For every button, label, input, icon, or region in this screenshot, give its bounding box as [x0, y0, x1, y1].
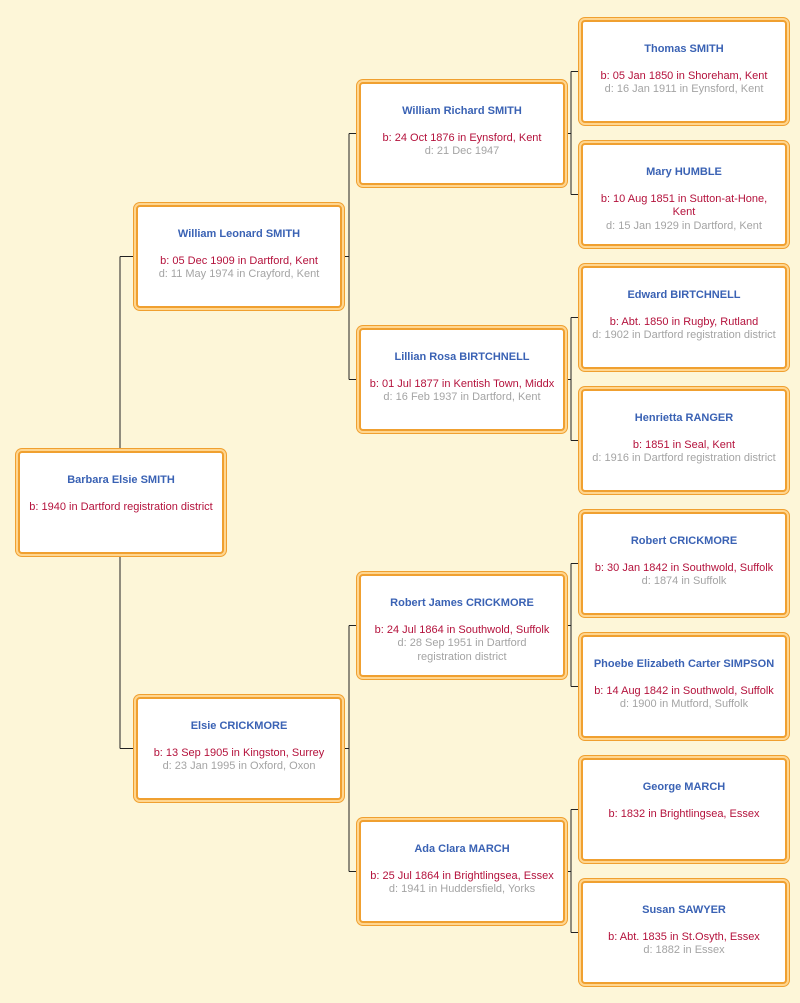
person-death: d: 28 Sep 1951 in Dartford registration … [397, 637, 527, 663]
person-name: Phoebe Elizabeth Carter SIMPSON [593, 658, 775, 670]
person-death: d: 1941 in Huddersfield, Yorks [388, 883, 536, 895]
person-box-robert-james[interactable]: Robert James CRICKMORE b: 24 Jul 1864 in … [359, 574, 565, 677]
person-name: Ada Clara MARCH [414, 843, 510, 855]
person-box-william-leonard[interactable]: William Leonard SMITH b: 05 Dec 1909 in D… [136, 205, 342, 308]
person-name: Edward BIRTCHNELL [627, 289, 741, 301]
person-birth: b: 14 Aug 1842 in Southwold, Suffolk [594, 684, 774, 697]
person-birth: b: 24 Oct 1876 in Eynsford, Kent [382, 131, 542, 144]
person-death: d: 16 Jan 1911 in Eynsford, Kent [604, 83, 764, 95]
person-birth: b: 01 Jul 1877 in Kentish Town, Middx [369, 377, 555, 390]
person-box-thomas[interactable]: Thomas SMITH b: 05 Jan 1850 in Shoreham, … [581, 20, 787, 123]
person-death: d: 15 Jan 1929 in Dartford, Kent [606, 219, 762, 232]
person-death: d: 1900 in Mutford, Suffolk [619, 698, 749, 710]
person-name: William Richard SMITH [402, 105, 522, 117]
person-name: Elsie CRICKMORE [190, 720, 288, 732]
person-name: George MARCH [642, 781, 726, 793]
person-birth: b: 1832 in Brightlingsea, Essex [608, 807, 760, 820]
person-birth: b: 1851 in Seal, Kent [632, 438, 736, 451]
person-name: Lillian Rosa BIRTCHNELL [394, 351, 530, 363]
person-box-george[interactable]: George MARCH b: 1832 in Brightlingsea, Es… [581, 758, 787, 861]
person-name: William Leonard SMITH [177, 228, 301, 240]
person-name: Susan SAWYER [642, 904, 726, 916]
person-name: Barbara Elsie SMITH [67, 474, 175, 486]
person-birth: b: Abt. 1835 in St.Osyth, Essex [608, 930, 760, 943]
person-birth: b: Abt. 1850 in Rugby, Rutland [609, 315, 759, 328]
person-birth: b: 13 Sep 1905 in Kingston, Surrey [153, 746, 325, 759]
person-birth: b: 10 Aug 1851 in Sutton-at-Hone, Kent [600, 192, 768, 219]
person-death: d: 1916 in Dartford registration distric… [592, 452, 776, 464]
person-box-elsie[interactable]: Elsie CRICKMORE b: 13 Sep 1905 in Kingsto… [136, 697, 342, 800]
person-name: Henrietta RANGER [634, 412, 734, 424]
person-box-susan[interactable]: Susan SAWYER b: Abt. 1835 in St.Osyth, Es… [581, 881, 787, 984]
person-death: d: 1882 in Essex [643, 944, 725, 956]
person-box-edward[interactable]: Edward BIRTCHNELL b: Abt. 1850 in Rugby, … [581, 266, 787, 369]
person-birth: b: 05 Dec 1909 in Dartford, Kent [160, 254, 318, 267]
person-box-phoebe[interactable]: Phoebe Elizabeth Carter SIMPSON b: 14 Aug… [581, 635, 787, 738]
person-birth: b: 1940 in Dartford registration distric… [29, 500, 213, 513]
person-box-robert[interactable]: Robert CRICKMORE b: 30 Jan 1842 in Southw… [581, 512, 787, 615]
person-birth: b: 30 Jan 1842 in Southwold, Suffolk [594, 561, 774, 574]
person-box-ada[interactable]: Ada Clara MARCH b: 25 Jul 1864 in Brightl… [359, 820, 565, 923]
person-death: d: 1874 in Suffolk [641, 575, 727, 587]
person-name: Mary HUMBLE [646, 166, 722, 178]
person-box-william-richard[interactable]: William Richard SMITH b: 24 Oct 1876 in E… [359, 82, 565, 185]
person-death: d: 1902 in Dartford registration distric… [592, 329, 776, 341]
person-name: Robert James CRICKMORE [390, 597, 534, 609]
person-name: Thomas SMITH [644, 43, 724, 55]
person-birth: b: 24 Jul 1864 in Southwold, Suffolk [374, 623, 550, 636]
person-death: d: 11 May 1974 in Crayford, Kent [158, 268, 320, 280]
person-death: d: 21 Dec 1947 [424, 145, 500, 157]
person-box-barbara[interactable]: Barbara Elsie SMITH b: 1940 in Dartford r… [18, 451, 224, 554]
person-name: Robert CRICKMORE [630, 535, 738, 547]
person-box-mary[interactable]: Mary HUMBLE b: 10 Aug 1851 in Sutton-at-H… [581, 143, 787, 246]
person-death: d: 16 Feb 1937 in Dartford, Kent [383, 391, 541, 403]
person-death: d: 23 Jan 1995 in Oxford, Oxon [162, 760, 316, 772]
person-box-lillian[interactable]: Lillian Rosa BIRTCHNELL b: 01 Jul 1877 in… [359, 328, 565, 431]
person-birth: b: 25 Jul 1864 in Brightlingsea, Essex [370, 869, 554, 882]
person-birth: b: 05 Jan 1850 in Shoreham, Kent [600, 69, 768, 82]
